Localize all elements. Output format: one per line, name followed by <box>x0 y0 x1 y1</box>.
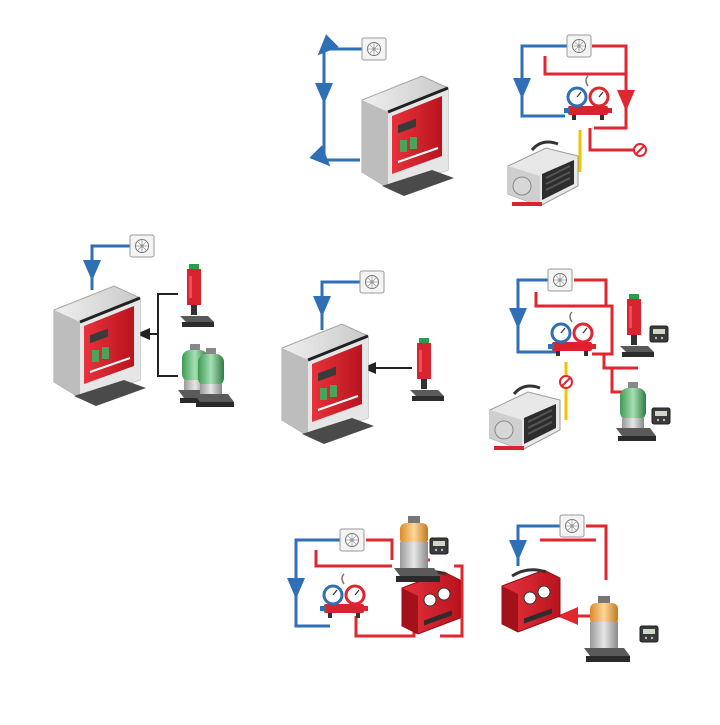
recovery-unit-icon <box>500 568 562 634</box>
vacuum-pump-icon <box>488 384 562 452</box>
air-conditioner-icon <box>559 514 585 538</box>
digital-scale-icon <box>649 325 669 343</box>
refrigerant-cylinder-icon <box>194 348 234 407</box>
air-conditioner-icon <box>361 37 387 61</box>
service-station-icon <box>52 284 148 408</box>
scene-station-fill-from-bottles <box>52 234 234 408</box>
recovery-cylinder-icon <box>584 596 630 662</box>
scene-station-vacuum-direct <box>309 34 456 198</box>
digital-scale-icon <box>639 625 659 643</box>
scene-manifold-vacuum-and-charge <box>488 268 671 452</box>
scene-station-oil-fill <box>280 270 444 446</box>
refrigerant-cylinder-icon <box>616 382 656 441</box>
vacuum-pump-icon <box>506 140 580 208</box>
air-conditioner-icon <box>339 528 365 552</box>
scene-manifold-recovery <box>287 516 464 638</box>
closed-valve-icon <box>559 375 573 389</box>
service-station-icon <box>280 322 376 446</box>
oil-bottle-icon <box>180 264 214 327</box>
digital-scale-icon <box>429 537 449 555</box>
air-conditioner-icon <box>359 270 385 294</box>
manifold-gauge-icon <box>562 74 614 122</box>
digital-scale-icon <box>651 407 671 425</box>
scene-direct-recovery <box>500 514 659 662</box>
oil-bottle-icon <box>410 338 444 401</box>
manifold-gauge-icon <box>318 572 370 620</box>
service-station-icon <box>360 74 456 198</box>
closed-valve-icon <box>633 143 647 157</box>
air-conditioner-icon <box>129 234 155 258</box>
manifold-gauge-icon <box>546 310 598 358</box>
air-conditioner-icon <box>566 34 592 58</box>
scene-manifold-vacuum-pump <box>506 34 647 208</box>
air-conditioner-icon <box>547 268 573 292</box>
oil-bottle-icon <box>620 294 654 357</box>
